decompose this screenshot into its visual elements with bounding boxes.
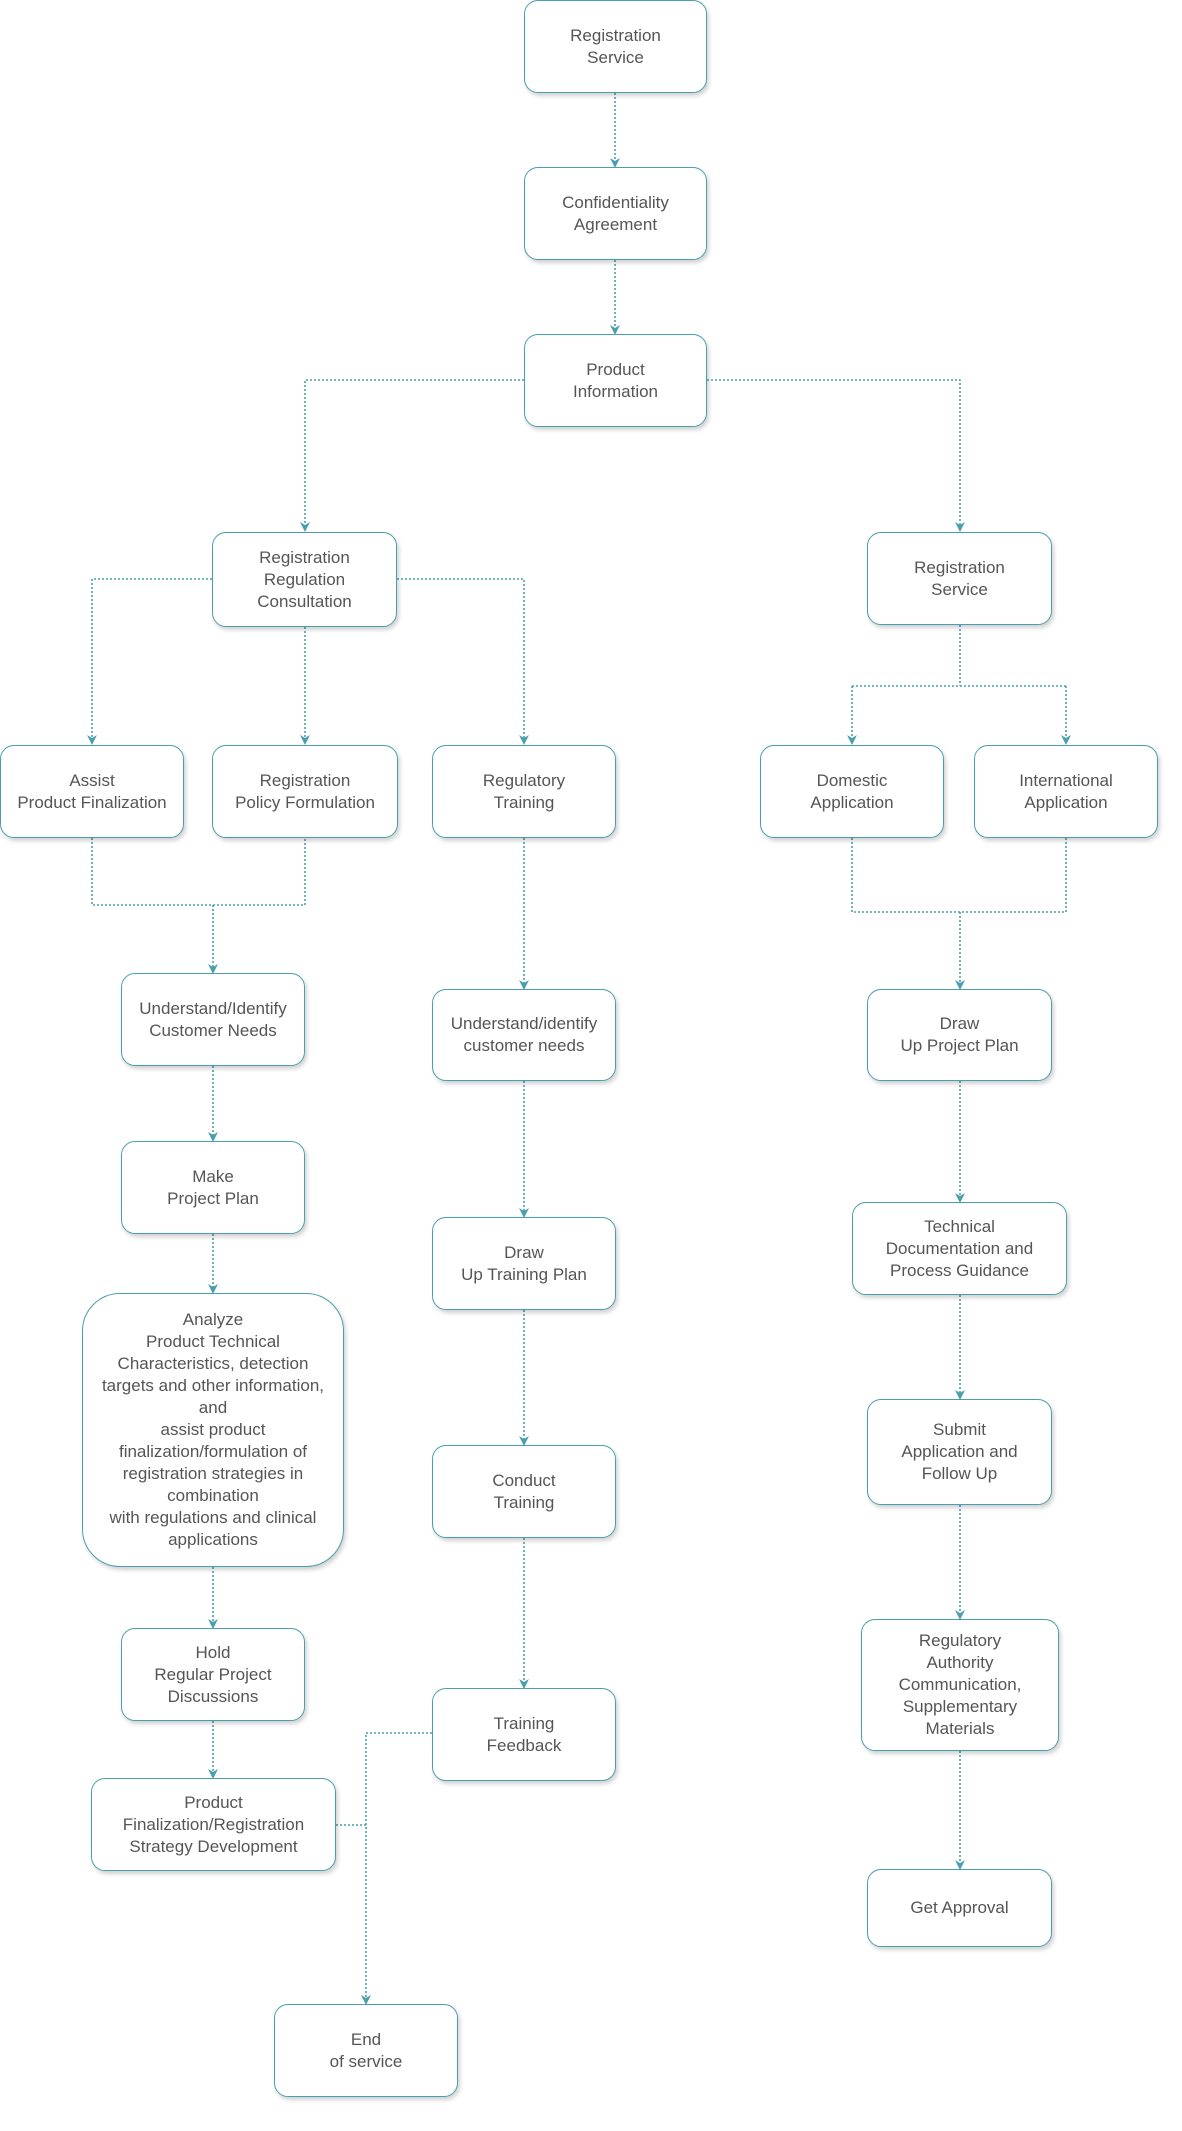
node-label: Analyze Product Technical Characteristic… [101, 1310, 325, 1549]
node-label: Registration Service [570, 25, 661, 67]
node-label: Get Approval [910, 1898, 1009, 1917]
node-label: Make Project Plan [167, 1166, 259, 1208]
node-label: Registration Policy Formulation [235, 770, 375, 812]
node-label: International Application [1019, 770, 1113, 812]
node-domestic-application: Domestic Application [760, 745, 944, 838]
node-get-approval: Get Approval [867, 1869, 1052, 1947]
node-draw-up-project-plan: Draw Up Project Plan [867, 989, 1052, 1081]
node-submit-application: Submit Application and Follow Up [867, 1399, 1052, 1505]
node-label: Confidentiality Agreement [562, 192, 669, 234]
node-product-information: Product Information [524, 334, 707, 427]
node-international-application: International Application [974, 745, 1158, 838]
node-label: Understand/identify customer needs [450, 1014, 598, 1055]
node-regulatory-training: Regulatory Training [432, 745, 616, 838]
node-label: Technical Documentation and Process Guid… [885, 1216, 1034, 1280]
edge-app-merge [851, 838, 1067, 913]
node-label: Draw Up Project Plan [900, 1014, 1019, 1055]
node-registration-policy-formulation: Registration Policy Formulation [212, 745, 398, 838]
node-label: Registration Regulation Consultation [257, 547, 352, 611]
node-training-feedback: Training Feedback [432, 1688, 616, 1781]
edge-consultation-to-training [397, 578, 529, 745]
edge-consultation-to-assist [87, 578, 212, 745]
node-confidentiality-agreement: Confidentiality Agreement [524, 167, 707, 260]
node-product-finalization-strategy: Product Finalization/Registration Strate… [91, 1778, 336, 1871]
node-make-project-plan: Make Project Plan [121, 1141, 305, 1234]
node-label: Product Finalization/Registration Strate… [122, 1792, 305, 1856]
node-hold-regular-discussions: Hold Regular Project Discussions [121, 1628, 305, 1721]
node-registration-service-right: Registration Service [867, 532, 1052, 625]
edge-feedback-to-end [361, 1732, 432, 2005]
node-label: Product Information [572, 359, 659, 401]
node-conduct-training: Conduct Training [432, 1445, 616, 1538]
node-label: Training Feedback [486, 1713, 562, 1755]
node-regulatory-authority-communication: Regulatory Authority Communication, Supp… [861, 1619, 1059, 1751]
node-analyze-product: Analyze Product Technical Characteristic… [82, 1293, 344, 1567]
node-label: Understand/Identify Customer Needs [139, 998, 287, 1040]
node-registration-service-top: Registration Service [524, 0, 707, 93]
edge-product-info-to-consultation [300, 379, 524, 532]
node-technical-documentation: Technical Documentation and Process Guid… [852, 1202, 1067, 1295]
node-label: Regulatory Authority Communication, Supp… [898, 1631, 1022, 1738]
node-label: Domestic Application [810, 770, 894, 812]
node-label: Submit Application and Follow Up [901, 1420, 1018, 1483]
node-label: Registration Service [914, 557, 1005, 599]
node-label: Conduct Training [492, 1470, 556, 1512]
edge-assist-merge [91, 838, 306, 906]
node-label: Draw Up Training Plan [461, 1242, 587, 1284]
node-registration-regulation-consultation: Registration Regulation Consultation [212, 532, 397, 627]
node-assist-product-finalization: Assist Product Finalization [0, 745, 184, 838]
node-understand-identify-customer-needs-training: Understand/identify customer needs [432, 989, 616, 1081]
node-label: Regulatory Training [482, 770, 566, 812]
node-understand-identify-customer-needs: Understand/Identify Customer Needs [121, 973, 305, 1066]
node-end-of-service: End of service [274, 2004, 458, 2097]
node-draw-up-training-plan: Draw Up Training Plan [432, 1217, 616, 1310]
edge-product-info-to-service-right [707, 379, 965, 532]
node-label: End of service [329, 2029, 403, 2071]
node-label: Assist Product Finalization [17, 770, 167, 812]
node-label: Hold Regular Project Discussions [154, 1642, 272, 1706]
